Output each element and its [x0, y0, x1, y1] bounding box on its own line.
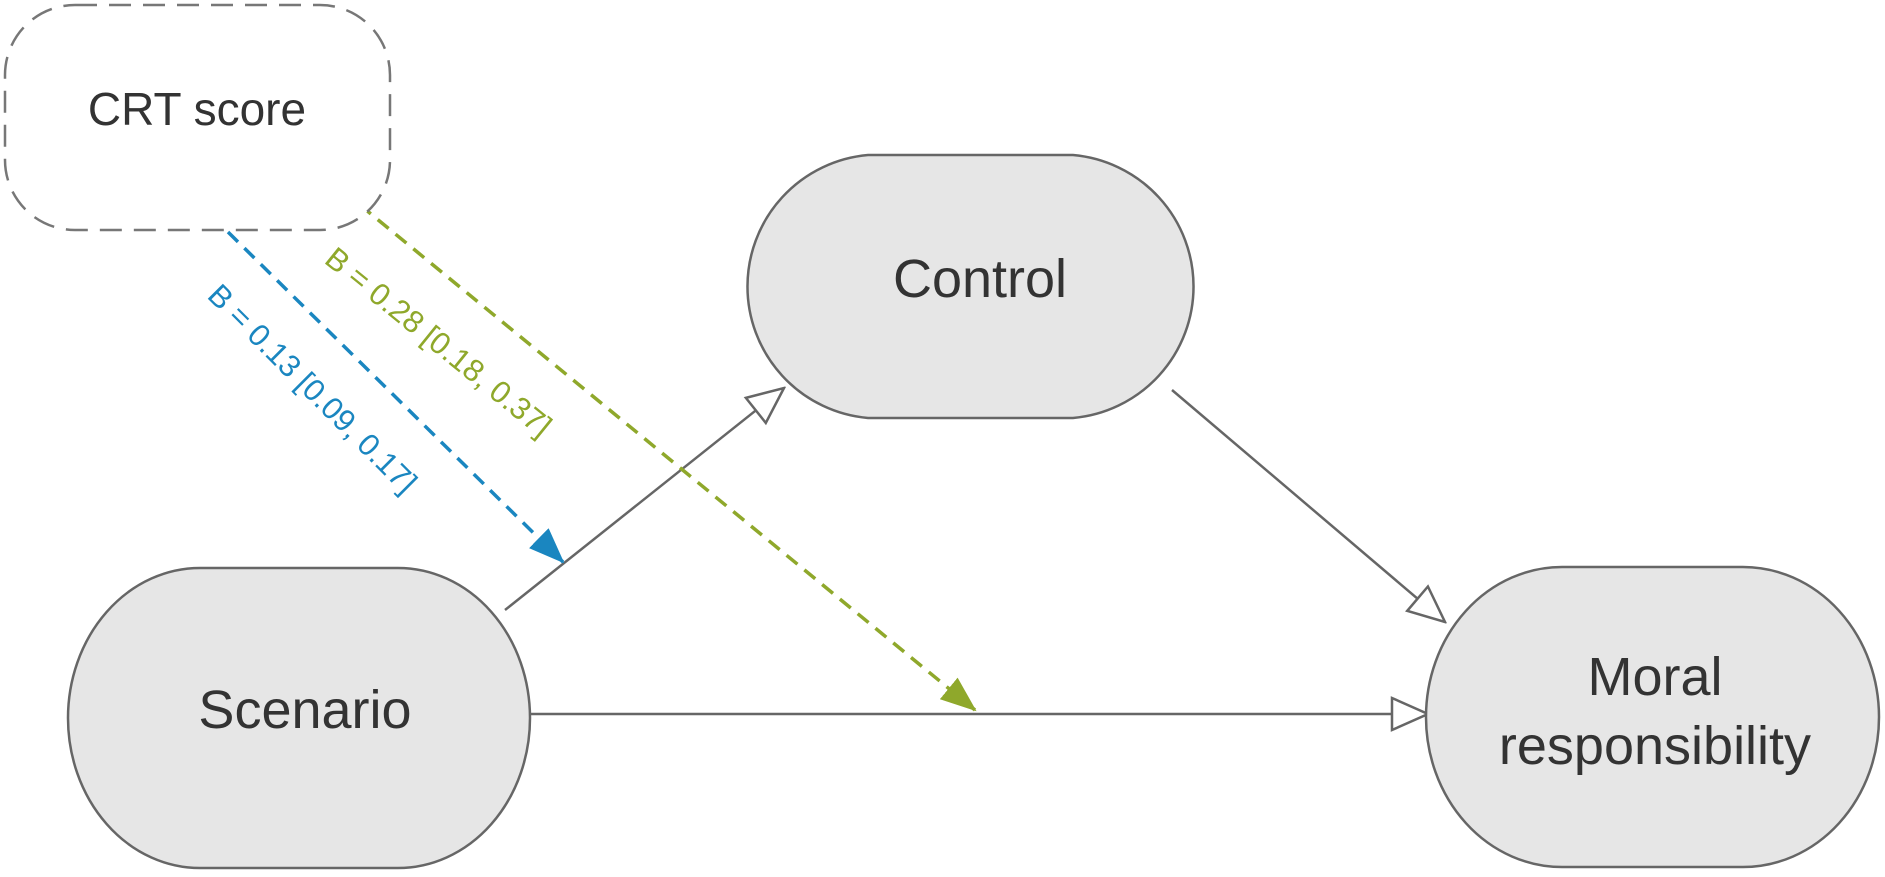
node-control-label: Control	[893, 249, 1067, 309]
node-moral-label-line2: responsibility	[1499, 716, 1811, 776]
node-moral-label-line1: Moral	[1587, 647, 1722, 707]
node-control: Control	[746, 153, 1195, 420]
edge-crt-to-path-c	[358, 203, 977, 712]
node-crt-score: CRT score	[3, 3, 392, 232]
node-moral-responsibility: Moral responsibility	[1424, 565, 1881, 869]
edge-control-to-moral	[1171, 389, 1445, 622]
node-crt-score-label: CRT score	[88, 83, 306, 135]
node-scenario-label: Scenario	[198, 680, 411, 740]
node-scenario: Scenario	[66, 566, 532, 870]
edge-crt-to-path-a	[226, 230, 565, 564]
edge-scenario-to-control	[504, 388, 784, 611]
